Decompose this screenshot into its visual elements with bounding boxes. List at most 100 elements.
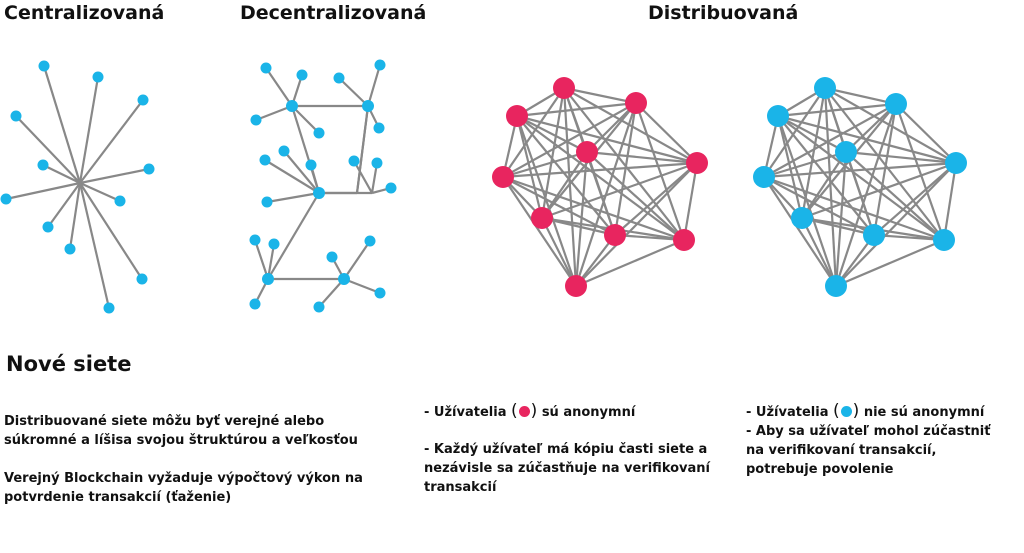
distributed-pink-edge [502, 176, 577, 287]
distributed-pink-edge [516, 114, 698, 165]
pink-dot-icon [518, 406, 530, 417]
decentralized-edge [253, 239, 270, 280]
decentralized-hub-node [262, 273, 274, 285]
decentralized-node [313, 127, 325, 139]
distributed-pink-edge [515, 115, 544, 219]
distributed-pink-edge [614, 162, 698, 236]
distributed-pink-edge [563, 87, 685, 241]
pink-bullet-2-line3: transakcií [424, 480, 497, 495]
decentralized-hub-node [362, 100, 374, 112]
distributed-blue-edge [763, 87, 826, 178]
distributed-pink-edge [502, 102, 637, 178]
distributed-blue-edge [801, 161, 957, 220]
decentralized-node [348, 155, 360, 167]
distributed-pink-edge [563, 86, 637, 105]
centralized-edge [78, 76, 100, 184]
distributed-blue-edge [873, 233, 945, 242]
distributed-pink-edge [502, 150, 588, 179]
distributed-blue-edge [845, 151, 945, 241]
distributed-blue-node [945, 152, 967, 174]
pink-bullet-1: - Užívatelia () sú anonymní [424, 402, 710, 422]
distributed-blue-edge [835, 162, 957, 287]
decentralized-node [260, 62, 272, 74]
blue-bullet-2-line2: na verifikovaní transakcií, [746, 443, 937, 458]
para1-line1: Distribuované siete môžu byť verejné ale… [4, 414, 325, 429]
centralized-edge [15, 115, 81, 184]
decentralized-hub-node [286, 100, 298, 112]
distributed-pink-edge [574, 151, 589, 287]
distributed-pink-edge [502, 161, 698, 179]
decentralized-backbone-edge [267, 192, 320, 280]
distributed-pink-node [531, 207, 553, 229]
para2-line2: potvrdenie transakcií (ťaženie) [4, 490, 232, 505]
decentralized-edge [283, 150, 320, 194]
centralized-edge [42, 65, 82, 184]
distributed-blue-edge [801, 151, 847, 219]
section-title: Nové siete [6, 352, 132, 376]
decentralized-hub-node [338, 273, 350, 285]
distributed-pink-edge [634, 102, 686, 241]
distributed-pink-node [686, 152, 708, 174]
centralized-node [136, 273, 148, 285]
decentralized-backbone-edge [355, 105, 370, 194]
decentralized-edge [366, 64, 382, 107]
blue-bullet-2-line1: - Aby sa užívateľ mohol zúčastniť [746, 424, 991, 439]
distributed-blue-edge [801, 217, 837, 287]
distributed-pink-edge [563, 87, 698, 164]
centralized-edge [79, 167, 150, 185]
distributed-pink-edge [515, 115, 578, 287]
distributed-blue-node [835, 141, 857, 163]
distributed-blue-edge [824, 87, 957, 164]
pink-bullet-1-suffix: sú anonymní [541, 405, 636, 420]
decentralized-node [249, 298, 261, 310]
para2-line1: Verejný Blockchain vyžaduje výpočtový vý… [4, 471, 363, 486]
distributed-pink-edge [635, 102, 698, 164]
centralized-node [38, 60, 50, 72]
distributed-blue-edge [763, 176, 837, 287]
centralized-edge [68, 182, 82, 250]
decentralized-node [371, 157, 383, 169]
distributed-blue-edge [942, 162, 958, 241]
title-decentralized: Decentralizovaná [240, 2, 427, 24]
decentralized-node [249, 234, 261, 246]
distributed-pink-node [604, 224, 626, 246]
distributed-blue-edge [894, 103, 946, 241]
centralized-edge [78, 182, 111, 309]
centralized-node [37, 159, 49, 171]
paren-close: ) [852, 401, 860, 421]
distributed-pink-edge [516, 115, 616, 236]
centralized-node [92, 71, 104, 83]
distributed-blue-edge [763, 175, 945, 242]
decentralized-node [385, 182, 397, 194]
distributed-blue-edge [763, 150, 847, 179]
decentralized-node [296, 69, 308, 81]
distributed-blue-node [767, 105, 789, 127]
centralized-node [64, 243, 76, 255]
decentralized-node [374, 59, 386, 71]
distributed-blue-edge [777, 115, 875, 236]
distributed-pink-node [576, 141, 598, 163]
decentralized-node [278, 145, 290, 157]
distributed-blue-node [885, 93, 907, 115]
distributed-pink-node [506, 105, 528, 127]
distributed-pink-edge [516, 115, 685, 241]
decentralized-node [305, 159, 317, 171]
para1-line2: súkromné a líšisa svojou štruktúrou a ve… [4, 433, 358, 448]
distributed-pink-edge [614, 233, 685, 242]
distributed-blue-edge [824, 86, 897, 106]
decentralized-edge [343, 277, 381, 295]
distributed-pink-edge [502, 175, 685, 242]
centralized-node [103, 302, 115, 314]
distributed-blue-edge [844, 151, 876, 236]
distributed-blue-edge [776, 115, 804, 219]
distributed-blue-edge [872, 103, 898, 236]
blue-dot-icon [840, 406, 852, 417]
distributed-pink-edge [541, 217, 577, 287]
distributed-pink-edge [516, 115, 588, 153]
left-description: Distribuované siete môžu byť verejné ale… [4, 412, 363, 507]
decentralized-edge [343, 240, 371, 280]
decentralized-node [268, 238, 280, 250]
pink-network-notes: - Užívatelia () sú anonymní - Každý užív… [424, 402, 710, 497]
distributed-blue-edge [824, 87, 945, 241]
decentralized-node [374, 287, 386, 299]
